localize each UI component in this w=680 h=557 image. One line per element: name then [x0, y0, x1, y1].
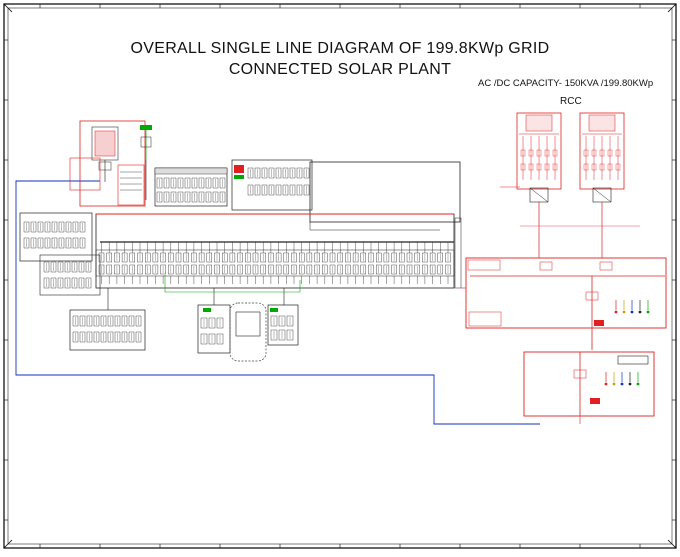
main-busbar	[95, 213, 462, 289]
left-db	[19, 212, 101, 296]
meter-panel	[154, 159, 461, 223]
feeder-cable	[15, 180, 540, 425]
drawing-title-line-2: CONNECTED SOLAR PLANT	[228, 61, 452, 78]
solar-inverter-2	[579, 112, 625, 203]
ac-combiner-box	[465, 257, 667, 350]
transformer-panel	[79, 120, 146, 207]
solar-inverter-1	[516, 112, 562, 203]
drawing-title-line-1: OVERALL SINGLE LINE DIAGRAM OF 199.8KWp …	[130, 40, 550, 57]
corner-mark	[3, 539, 13, 549]
border-ticks	[4, 4, 676, 548]
main-lt-panel	[69, 120, 152, 207]
lower-db-2	[197, 288, 299, 362]
corner-mark	[667, 539, 677, 549]
corner-mark	[3, 3, 13, 13]
rcc-label: RCC	[560, 96, 582, 107]
acdb-panel	[523, 351, 655, 417]
lower-db-1	[69, 288, 146, 351]
capacity-label: AC /DC CAPACITY- 150KVA /199.80KWp	[478, 78, 654, 89]
corner-mark	[667, 3, 677, 13]
